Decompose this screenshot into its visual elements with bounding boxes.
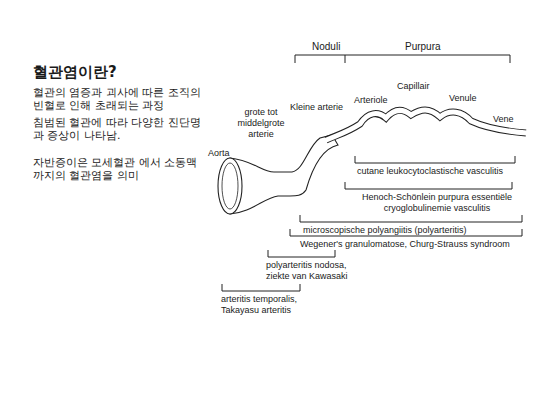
disease-label: cutane leukocytoclastische vasculitis bbox=[357, 166, 503, 177]
bracket bbox=[268, 250, 335, 257]
body-text: 혈관의 염증과 괴사에 따른 조직의 빈혈로 인해 초래되는 과정 bbox=[33, 86, 208, 112]
small-vessel bbox=[324, 110, 527, 141]
disease-label: microscopische polyangiitis (polyarterit… bbox=[303, 225, 467, 236]
disease-label: Wegener's granulomatose, Churg-Strauss s… bbox=[300, 239, 510, 250]
disease-label: arteritis temporalis, Takayasu arteritis bbox=[221, 294, 316, 316]
body-text: 자반증이은 모세혈관 에서 소동맥 까지의 혈관염을 의미 bbox=[33, 156, 208, 182]
vessel-label: grote tot middelgrote arterie bbox=[234, 107, 288, 139]
vessel-label: Vene bbox=[493, 114, 514, 125]
group-label: Noduli bbox=[312, 41, 340, 53]
bracket bbox=[300, 215, 522, 222]
artery bbox=[230, 135, 338, 214]
vessel-label: Kleine arterie bbox=[290, 102, 343, 113]
vessel-label: Aorta bbox=[208, 148, 230, 159]
bracket bbox=[355, 156, 515, 163]
bracket bbox=[222, 284, 300, 291]
vessel-label: Capillair bbox=[397, 81, 430, 92]
disease-label: Henoch-Schönlein purpura essentiële cryo… bbox=[348, 192, 526, 214]
aorta-opening bbox=[222, 163, 238, 209]
group-label: Purpura bbox=[405, 41, 441, 53]
body-text: 침범된 혈관에 따라 다양한 진단명과 증상이 나타남. bbox=[33, 116, 208, 142]
bracket bbox=[345, 182, 512, 189]
bracket bbox=[295, 55, 510, 63]
slide-title: 혈관염이란? bbox=[33, 63, 233, 81]
aorta-opening bbox=[218, 158, 242, 214]
disease-label: polyarteritis nodosa, ziekte van Kawasak… bbox=[266, 260, 366, 282]
vessel-label: Venule bbox=[449, 93, 477, 104]
vessel-label: Arteriole bbox=[354, 95, 388, 106]
